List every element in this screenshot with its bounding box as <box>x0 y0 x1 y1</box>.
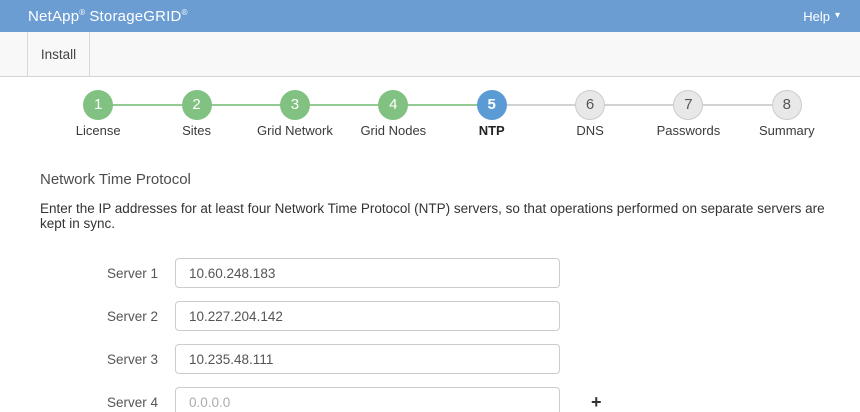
step-label: Grid Network <box>257 123 333 138</box>
add-server-button[interactable]: + <box>591 392 602 412</box>
page-description: Enter the IP addresses for at least four… <box>40 201 825 231</box>
step-circle: 1 <box>83 90 114 120</box>
help-menu[interactable]: Help ▾ <box>803 9 840 24</box>
form-row-server-4: Server 4 + <box>40 387 830 412</box>
step-connector <box>393 104 492 106</box>
registered-trademark-icon: ® <box>79 7 86 17</box>
server-3-input[interactable] <box>175 344 560 374</box>
page-title: Network Time Protocol <box>40 171 191 188</box>
form-row-server-1: Server 1 <box>40 258 830 288</box>
form-row-server-3: Server 3 <box>40 344 830 374</box>
step-summary[interactable]: 8 Summary <box>688 90 836 138</box>
form-row-server-2: Server 2 <box>40 301 830 331</box>
step-connector <box>688 104 787 106</box>
server-4-input[interactable] <box>175 387 560 412</box>
install-wizard-stepper: 1 License 2 Sites 3 Grid Network 4 Grid … <box>49 90 836 138</box>
server-4-label: Server 4 <box>106 394 158 410</box>
step-connector <box>491 104 591 106</box>
step-connector <box>294 104 394 106</box>
step-label: Passwords <box>656 123 721 138</box>
step-connector <box>196 104 295 106</box>
product-name: StorageGRID <box>89 7 182 25</box>
step-sites[interactable]: 2 Sites <box>98 90 245 138</box>
step-license[interactable]: 1 License <box>49 90 147 138</box>
step-ntp[interactable]: 5 NTP <box>393 90 541 138</box>
step-circle: 2 <box>181 90 212 120</box>
step-circle: 4 <box>378 90 409 120</box>
ntp-server-form: Server 1 Server 2 Server 3 Server 4 + <box>40 258 830 412</box>
step-label: Sites <box>182 123 212 138</box>
step-circle: 3 <box>279 90 310 120</box>
step-label: DNS <box>576 123 604 138</box>
tab-install[interactable]: Install <box>28 32 90 76</box>
step-grid-nodes[interactable]: 4 Grid Nodes <box>294 90 442 138</box>
caret-down-icon: ▾ <box>834 10 840 21</box>
step-connector <box>98 104 197 106</box>
primary-navbar: Install <box>0 32 860 77</box>
step-circle: 7 <box>673 90 704 120</box>
step-circle: 5 <box>476 90 507 120</box>
step-label: NTP <box>478 123 505 138</box>
step-label: License <box>75 123 121 138</box>
server-3-label: Server 3 <box>106 351 158 367</box>
step-connector <box>590 104 689 106</box>
navbar-spacer <box>0 32 28 76</box>
step-passwords[interactable]: 7 Passwords <box>590 90 737 138</box>
server-1-input[interactable] <box>175 258 560 288</box>
step-grid-network[interactable]: 3 Grid Network <box>196 90 344 138</box>
app-header: NetApp®StorageGRID® Help ▾ <box>0 0 860 32</box>
page-content: Network Time Protocol Enter the IP addre… <box>0 171 860 412</box>
server-1-label: Server 1 <box>106 265 158 281</box>
server-2-label: Server 2 <box>106 308 158 324</box>
help-menu-label: Help <box>803 8 830 24</box>
step-circle: 6 <box>575 90 606 120</box>
server-2-input[interactable] <box>175 301 560 331</box>
step-circle: 8 <box>771 90 802 120</box>
brand-name: NetApp <box>28 7 80 25</box>
app-title: NetApp®StorageGRID® <box>28 8 188 25</box>
step-label: Grid Nodes <box>360 123 427 138</box>
registered-trademark-icon: ® <box>181 7 188 17</box>
step-label: Summary <box>759 123 815 138</box>
step-dns[interactable]: 6 DNS <box>491 90 639 138</box>
